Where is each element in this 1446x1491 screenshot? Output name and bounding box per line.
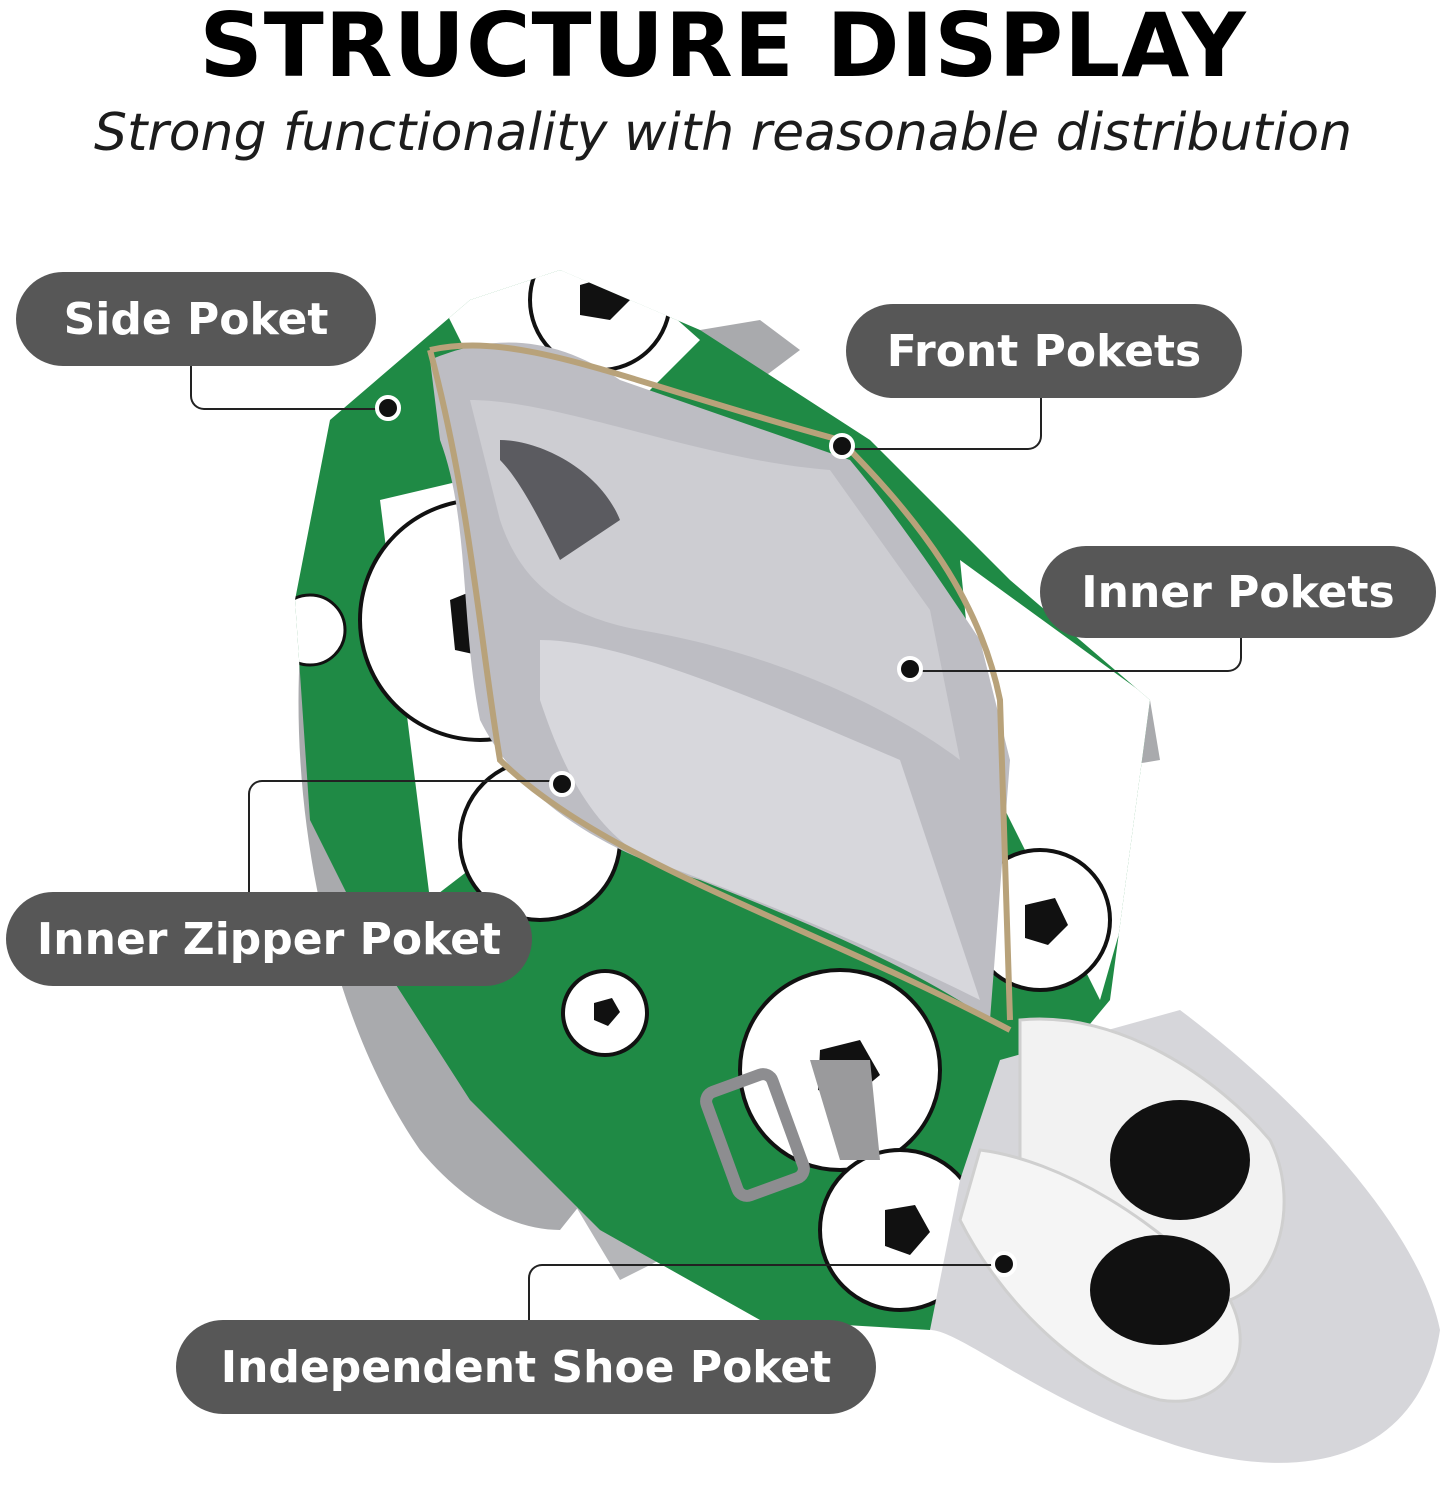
callout-dot-front-pokets [829, 433, 855, 459]
callout-inner-pokets: Inner Pokets [1040, 546, 1436, 638]
leader-line-inner-zipper-poket [248, 780, 564, 894]
leader-line-inner-pokets [910, 636, 1242, 672]
page-subtitle: Strong functionality with reasonable dis… [93, 103, 1353, 163]
page-title: STRUCTURE DISPLAY [199, 0, 1247, 97]
callout-inner-zipper-poket: Inner Zipper Poket [6, 892, 532, 986]
callout-side-poket: Side Poket [16, 272, 376, 366]
callout-front-pokets: Front Pokets [846, 304, 1242, 398]
callout-dot-inner-pokets [897, 656, 923, 682]
callout-independent-shoe-poket: Independent Shoe Poket [176, 1320, 876, 1414]
handle-top [700, 320, 800, 380]
callout-dot-independent-shoe-poket [991, 1251, 1017, 1277]
leader-line-side-poket [190, 366, 388, 410]
callout-dot-side-poket [375, 395, 401, 421]
leader-line-independent-shoe-poket [528, 1264, 1006, 1322]
leader-line-front-pokets [842, 396, 1042, 450]
callout-dot-inner-zipper-poket [549, 771, 575, 797]
